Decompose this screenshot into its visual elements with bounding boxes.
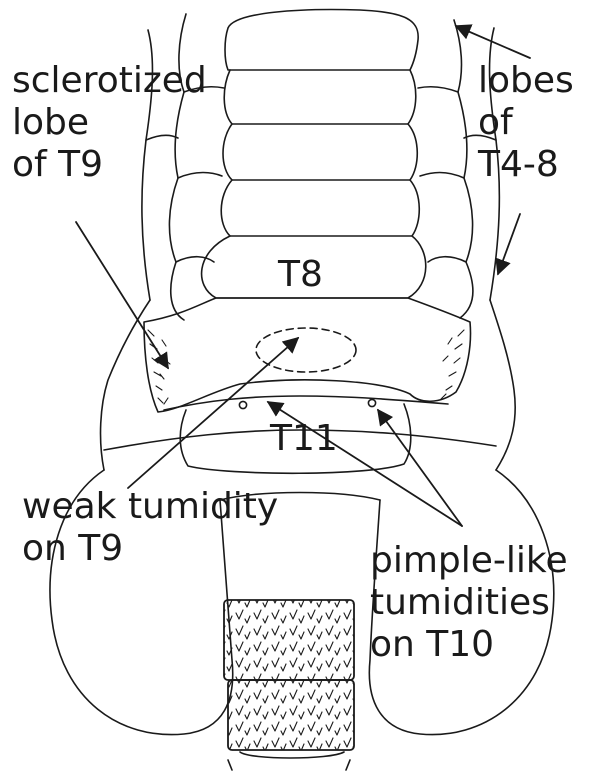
label-line: tumidities (370, 582, 568, 624)
segment-label-t8: T8 (278, 254, 323, 295)
label-line: weak tumidity (22, 486, 278, 528)
label-line: T4-8 (478, 144, 574, 186)
label-line: on T9 (22, 528, 278, 570)
label-weak-tumidity: weak tumidity on T9 (22, 486, 278, 570)
label-line: sclerotized (12, 60, 207, 102)
segment-label-t11: T11 (270, 418, 338, 459)
label-line: pimple-like (370, 540, 568, 582)
label-line: on T10 (370, 624, 568, 666)
label-pimple-like: pimple-like tumidities on T10 (370, 540, 568, 666)
arrow-sclerotized-lobe (76, 222, 168, 368)
label-line: lobes (478, 60, 574, 102)
arrow-weak-tumidity (128, 338, 298, 488)
label-lobes-t4-8: lobes of T4-8 (478, 60, 574, 186)
label-line: of (478, 102, 574, 144)
label-line: of T9 (12, 144, 207, 186)
arrow-lobes-lower (498, 214, 520, 274)
tergite-t9 (144, 298, 470, 412)
label-sclerotized-lobe: sclerotized lobe of T9 (12, 60, 207, 186)
label-line: lobe (12, 102, 207, 144)
sclerotized-shading-right (441, 330, 464, 399)
hairy-distal-segments (224, 600, 354, 770)
